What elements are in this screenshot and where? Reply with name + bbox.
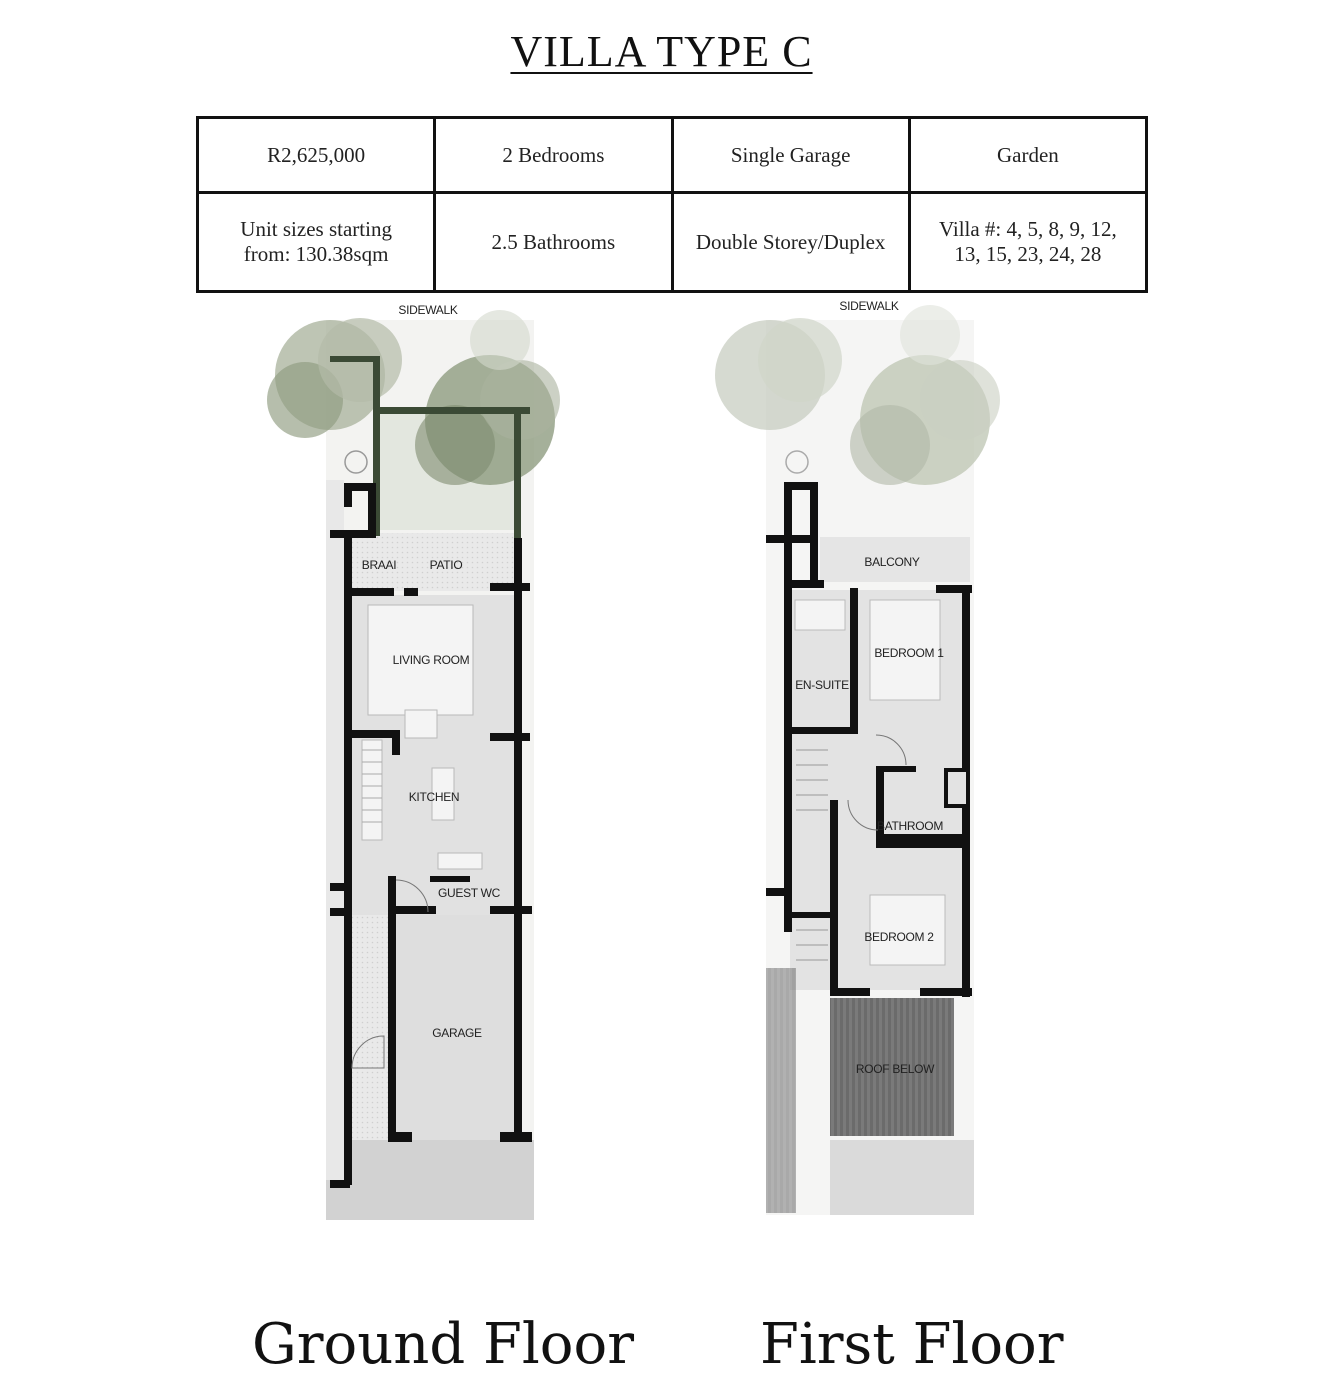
gf-garage-area	[396, 915, 518, 1140]
gf-side-passage	[352, 915, 392, 1140]
spec-price: R2,625,000	[195, 116, 437, 194]
ff-bedroom-2-label: BEDROOM 2	[864, 930, 934, 944]
gf-garage-label: GARAGE	[432, 1026, 482, 1040]
ff-roof-left	[766, 968, 796, 1213]
gf-sidewalk-label: SIDEWALK	[398, 303, 457, 317]
spec-garage: Single Garage	[670, 116, 911, 194]
gf-walls	[330, 356, 532, 1188]
gf-guest-wc-label: GUEST WC	[438, 886, 501, 900]
ff-bathroom-shaft	[948, 772, 966, 804]
gf-patio-label: PATIO	[430, 558, 463, 572]
spec-bedrooms: 2 Bedrooms	[433, 116, 674, 194]
ground-floor-caption: Ground Floor	[252, 1312, 634, 1377]
gf-driveway	[326, 1140, 534, 1220]
gf-doors	[351, 879, 429, 1069]
ff-balcony-area	[820, 537, 970, 582]
gf-living-room-label: LIVING ROOM	[393, 653, 470, 667]
ff-furniture	[794, 599, 946, 966]
gf-furniture	[361, 604, 483, 870]
ff-bedroom-1-label: BEDROOM 1	[874, 646, 944, 660]
gf-braai-label: BRAAI	[362, 558, 397, 572]
ff-roof-below-label: ROOF BELOW	[856, 1062, 935, 1076]
spec-bathrooms: 2.5 Bathrooms	[433, 191, 674, 293]
gf-stairs	[362, 749, 382, 823]
gf-left-strip	[326, 480, 344, 1180]
spec-garden: Garden	[907, 116, 1149, 194]
ff-sidewalk-label: SIDEWALK	[839, 299, 898, 313]
gf-kitchen-label: KITCHEN	[409, 790, 460, 804]
ff-bathroom-label: BATHROOM	[877, 819, 943, 833]
first-floor-plan: SIDEWALK BALCONY BEDROOM 1 EN-SUITE BATH…	[715, 299, 1000, 1215]
ground-floor-plan: SIDEWALK BRAAI PATIO LIVING ROOM KITCHEN…	[267, 303, 560, 1220]
ff-trees	[715, 305, 1000, 485]
spec-unit-size: Unit sizes starting from: 130.38sqm	[195, 191, 437, 293]
spec-storey: Double Storey/Duplex	[670, 191, 911, 293]
ff-roof-below-area	[830, 998, 954, 1136]
specs-table: R2,625,000 2 Bedrooms Single Garage Gard…	[195, 116, 1149, 293]
ff-doors	[847, 734, 907, 831]
gf-patio	[350, 533, 518, 591]
ff-stairs	[796, 749, 828, 961]
ff-balcony-label: BALCONY	[864, 555, 920, 569]
ff-lower-area	[830, 1140, 974, 1215]
page-title: VILLA TYPE C	[510, 27, 813, 76]
ff-en-suite-label: EN-SUITE	[795, 678, 849, 692]
first-floor-caption: First Floor	[760, 1312, 1064, 1377]
spec-villas: Villa #: 4, 5, 8, 9, 12, 13, 15, 23, 24,…	[907, 191, 1149, 293]
